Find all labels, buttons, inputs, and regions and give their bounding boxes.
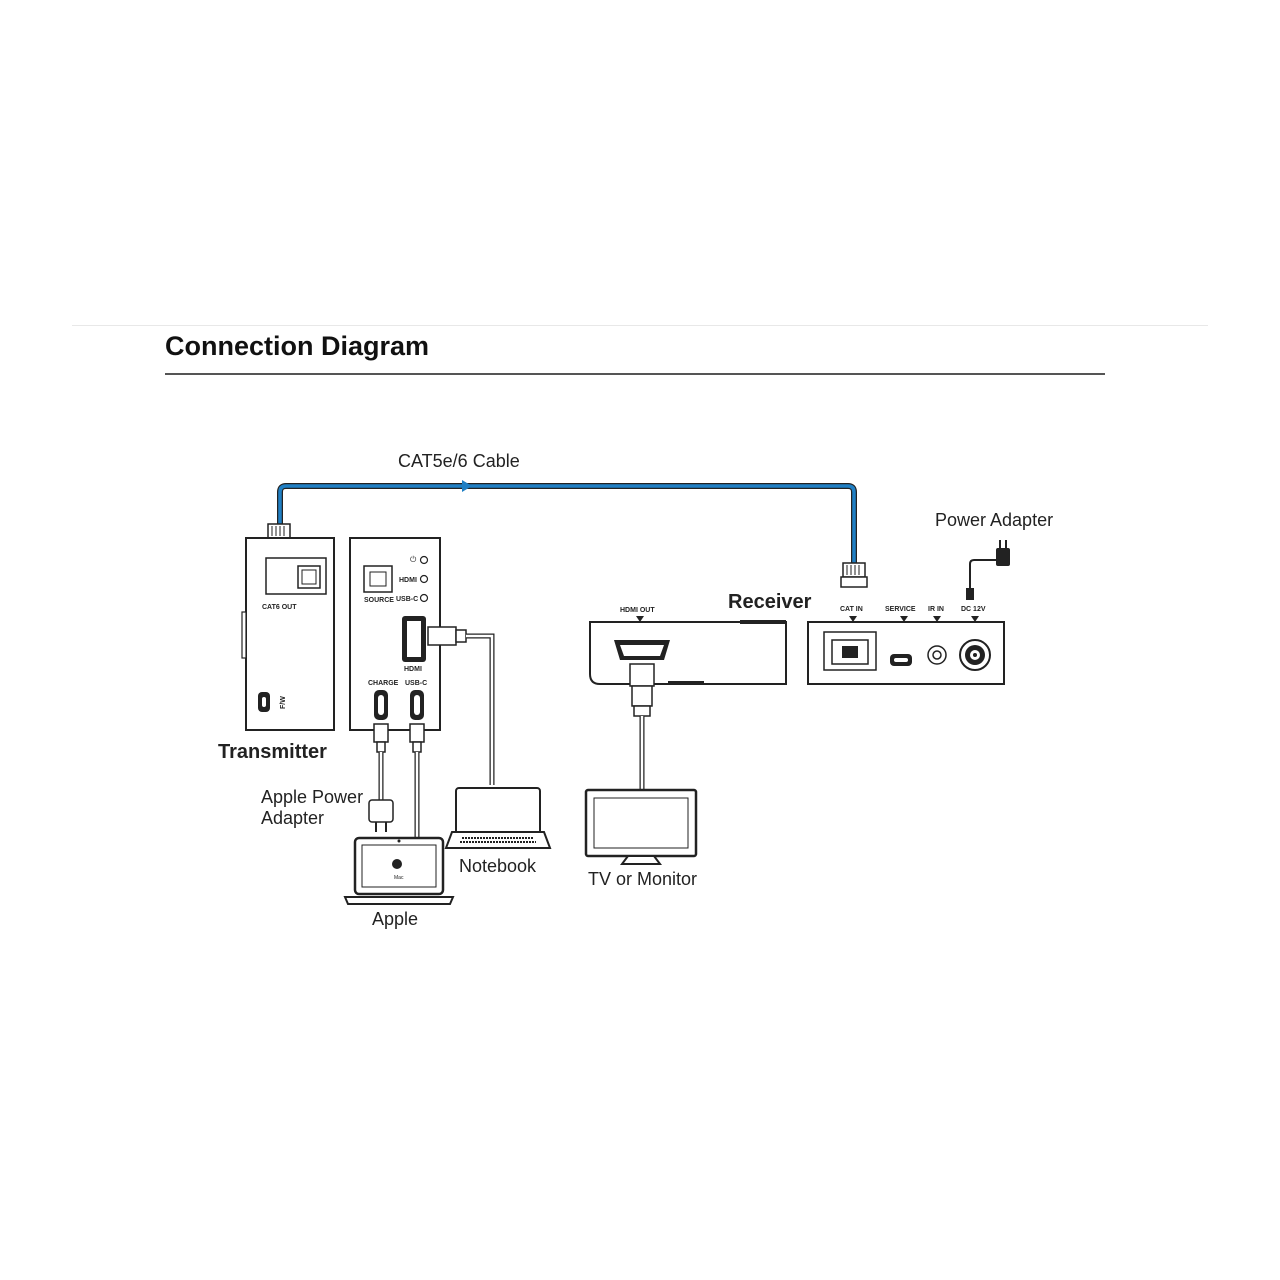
receiver-label: Receiver <box>728 591 812 613</box>
apple-power-label-1: Apple Power <box>261 787 363 807</box>
charge-label: CHARGE <box>368 680 399 687</box>
power-adapter-icon <box>966 540 1010 600</box>
receiver-hdmi-unit <box>589 616 787 685</box>
ir-in-label: IR IN <box>928 606 944 613</box>
tv-monitor-label: TV or Monitor <box>588 869 697 889</box>
title-rule <box>165 373 1105 375</box>
service-label: SERVICE <box>885 606 916 613</box>
transmitter-front-unit: ⏻ <box>349 537 441 731</box>
led-usbc-label: USB-C <box>396 596 418 603</box>
usbc-label: USB-C <box>405 680 427 687</box>
hdmi-out-label: HDMI OUT <box>620 607 655 614</box>
tv-monitor-icon <box>584 788 698 865</box>
top-divider <box>72 325 1208 326</box>
apple-logo-icon <box>392 859 402 869</box>
transmitter-side-unit <box>241 537 335 731</box>
mac-screen-label: Mac <box>394 875 404 881</box>
cable-direction-arrow <box>462 480 472 492</box>
cat6-out-label: CAT6 OUT <box>262 604 297 611</box>
dc12v-label: DC 12V <box>961 606 986 613</box>
usbc-led <box>419 593 429 603</box>
hdmi-cable-tv <box>629 663 655 790</box>
hdmi-port-label: HDMI <box>404 666 422 673</box>
hdmi-led <box>419 574 429 584</box>
power-led <box>419 555 429 565</box>
page-title: Connection Diagram <box>165 331 430 361</box>
apple-label: Apple <box>372 909 418 929</box>
apple-laptop-icon <box>343 836 455 905</box>
cat-in-label: CAT IN <box>840 606 863 613</box>
hdmi-cable-notebook <box>427 626 495 785</box>
receiver-rj45-plug <box>840 562 868 588</box>
led-hdmi-label: HDMI <box>399 577 417 584</box>
cat-cable <box>277 480 857 563</box>
notebook-icon <box>444 787 552 849</box>
apple-power-adapter-icon <box>368 799 394 832</box>
source-label: SOURCE <box>364 597 394 604</box>
cable-label: CAT5e/6 Cable <box>398 451 520 471</box>
apple-power-label-2: Adapter <box>261 808 324 828</box>
power-led-icon: ⏻ <box>410 555 417 564</box>
notebook-label: Notebook <box>459 856 537 876</box>
receiver-cat-unit <box>807 616 1005 685</box>
transmitter-label: Transmitter <box>218 741 327 763</box>
usbc-cables <box>373 723 425 840</box>
source-button <box>363 565 393 593</box>
fw-label: F/W <box>280 696 287 709</box>
power-adapter-label: Power Adapter <box>935 510 1053 530</box>
